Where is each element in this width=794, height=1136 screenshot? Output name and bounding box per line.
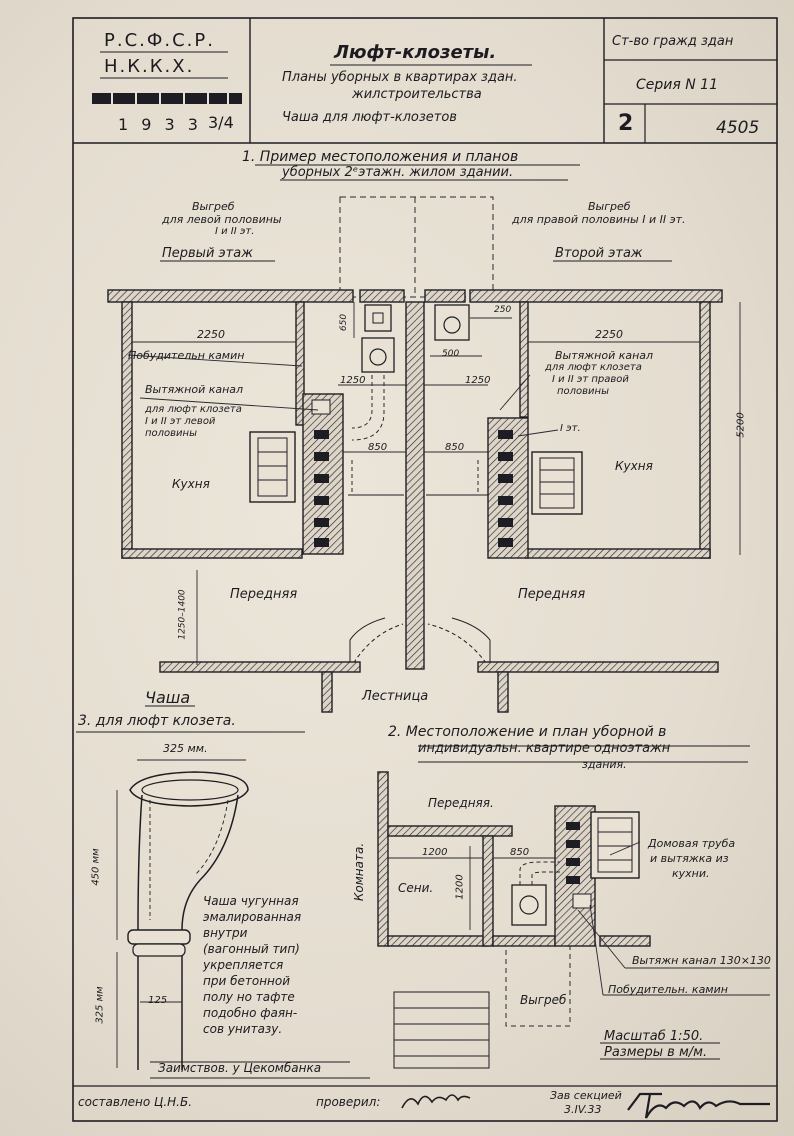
plan-2: [377, 745, 770, 1069]
pit-left-line3: I и II эт.: [215, 226, 255, 237]
vent-left-line2: для люфт клозета: [145, 404, 242, 415]
chimney-line2: и вытяжка из: [650, 852, 729, 865]
vent-channel-label: Вытяжн канал 130×130: [632, 954, 771, 967]
bowl-desc-line: внутри: [203, 926, 248, 940]
units-label: Размеры в м/м.: [604, 1045, 708, 1060]
stamp-org2: Н.К.К.Х.: [104, 56, 195, 77]
section3-heading2: 3. для люфт клозета.: [78, 713, 236, 729]
pit-left-line1: Выгреб: [192, 200, 235, 213]
info-number: 4505: [716, 118, 760, 138]
floor2-label: Второй этаж: [555, 246, 643, 261]
stamp-bar: [92, 51, 242, 104]
section3-heading1: Чаша: [145, 688, 191, 707]
bowl-desc-line: укрепляется: [203, 958, 284, 972]
vent-right-line3: I и II эт правой: [552, 374, 629, 385]
dim-5200: 5200: [735, 412, 747, 438]
dim-250: 250: [494, 305, 512, 315]
pit-right-line2: для правой половины I и II эт.: [512, 213, 686, 226]
vent-right-line4: половины: [557, 386, 609, 397]
title-sub3: Чаша для люфт-клозетов: [282, 110, 457, 125]
source-note: Заимствов. у Цекомбанка: [158, 1061, 322, 1075]
title-sub2: жилстроительства: [352, 87, 482, 102]
hall-label-2: Передняя.: [428, 796, 494, 810]
stimulus-chimney-label: Побудительн камин: [128, 349, 245, 362]
stamp-year-fraction: 3/4: [208, 113, 234, 132]
info-sheet: 2: [618, 111, 634, 136]
vestibule-label: Сени.: [398, 881, 434, 895]
bowl-desc-line: Чаша чугунная: [203, 894, 299, 908]
scale-label: Масштаб 1:50.: [604, 1029, 704, 1044]
pit-label-2: Выгреб: [520, 993, 567, 1007]
dim-1250-right: 1250: [465, 375, 491, 386]
bowl-desc-line: полу но тафте: [203, 990, 295, 1004]
vent-left-line3: I и II эт левой: [145, 416, 216, 427]
footer-date: 3.IV.33: [564, 1103, 602, 1116]
dim-850-left: 850: [368, 442, 388, 453]
dim-1200-h: 1200: [422, 847, 448, 858]
stamp-year: 1 9 3 3: [118, 115, 202, 134]
dim-1200-v: 1200: [454, 874, 466, 900]
signature-head: [627, 1092, 770, 1119]
vent-left-line1: Вытяжной канал: [145, 383, 244, 396]
dim-450: 450 мм: [90, 848, 102, 886]
sheet-frame: [72, 17, 778, 1122]
dim-325-top: 325 мм.: [163, 742, 208, 755]
floor1-label: Первый этаж: [162, 246, 253, 261]
footer-checked: проверил:: [316, 1095, 381, 1109]
chimney-line3: кухни.: [672, 867, 710, 880]
dim-2250-left: 2250: [197, 328, 225, 341]
section1-heading1: 1. Пример местоположения и планов: [242, 149, 519, 165]
dim-1250-1400: 1250–1400: [177, 589, 188, 640]
section1-heading2: уборных 2ᵉэтажн. жилом здании.: [282, 165, 514, 180]
pit-left-line2: для левой половины: [162, 213, 282, 226]
hall-right: Передняя: [518, 587, 586, 602]
signature-checked: [401, 1094, 471, 1109]
vent-left-line4: половины: [145, 428, 197, 439]
title-main: Люфт-клозеты.: [334, 42, 497, 63]
section2-heading2: индивидуальн. квартире одноэтажн: [418, 741, 671, 756]
title-sub1: Планы уборных в квартирах здан.: [282, 70, 518, 85]
dim-1250-left: 1250: [340, 375, 366, 386]
vent-right-line1: Вытяжной канал: [555, 349, 654, 362]
hall-left: Передняя: [230, 587, 298, 602]
dim-500: 500: [442, 349, 460, 359]
stimulus-chimney-label-2: Побудительн. камин: [608, 983, 728, 996]
bowl-description: Чаша чугунная эмалированная внутри (ваго…: [203, 893, 301, 1037]
dim-125: 125: [148, 995, 168, 1006]
dim-650: 650: [339, 313, 350, 332]
chimney-line1: Домовая труба: [648, 837, 736, 850]
footer-compiled: составлено Ц.Н.Б.: [78, 1095, 193, 1109]
stairs-label: Лестница: [362, 689, 429, 704]
bowl-desc-line: сов унитазу.: [203, 1022, 283, 1036]
section2-heading1: 2. Местоположение и план уборной в: [388, 724, 667, 740]
heading-underlines: [160, 64, 672, 262]
kitchen-right: Кухня: [615, 459, 653, 473]
kitchen-left: Кухня: [172, 477, 210, 491]
pit-right-line1: Выгреб: [588, 200, 631, 213]
dim-850-right: 850: [445, 442, 465, 453]
dim-325-side: 325 мм: [94, 986, 106, 1024]
info-ministry: Ст-во гражд здан: [612, 34, 734, 49]
footer-head: Зав секцией: [550, 1089, 622, 1102]
label-first-floor: I эт.: [560, 423, 581, 434]
plan-1: [107, 196, 741, 713]
bowl-desc-line: (вагонный тип): [203, 942, 300, 956]
vent-right-line2: для люфт клозета: [545, 362, 642, 373]
dim-850-2: 850: [510, 847, 530, 858]
bowl-desc-line: эмалированная: [203, 910, 302, 924]
bowl-desc-line: при бетонной: [203, 974, 291, 988]
bowl-desc-line: подобно фаян-: [203, 1006, 298, 1020]
dim-2250-right: 2250: [595, 328, 623, 341]
room-label: Комната.: [352, 842, 367, 902]
stamp-org1: Р.С.Ф.С.Р.: [104, 30, 215, 51]
info-series: Серия N 11: [636, 77, 718, 93]
bowl-drawing: [76, 705, 370, 1079]
section2-heading3: здания.: [582, 758, 627, 771]
